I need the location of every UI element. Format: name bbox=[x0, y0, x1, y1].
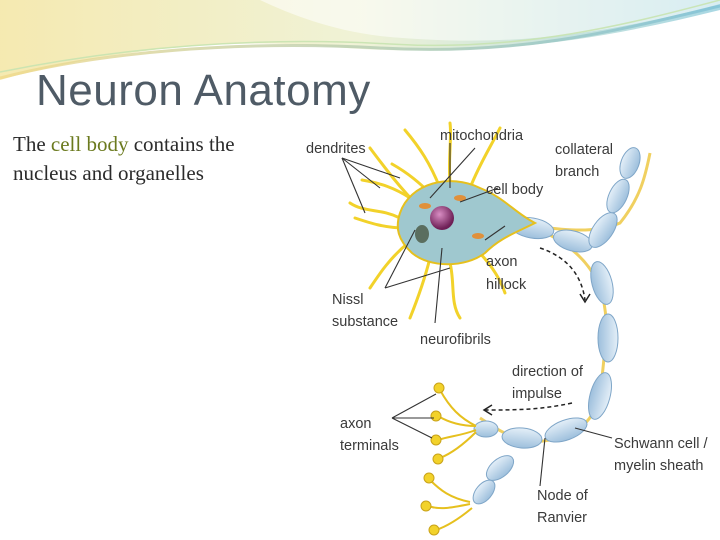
myelin-segment bbox=[485, 455, 515, 481]
myelin-segment bbox=[588, 212, 618, 248]
myelin-segment bbox=[544, 417, 588, 443]
myelin-segment bbox=[472, 479, 496, 505]
myelin-segment bbox=[473, 420, 499, 438]
myelin-segment bbox=[619, 147, 641, 179]
mitochondrion bbox=[419, 203, 431, 209]
schwann-label-line2: myelin sheath bbox=[614, 458, 703, 474]
terminal-bulb bbox=[423, 472, 435, 484]
neuron-diagram: dendrites mitochondria collateral branch… bbox=[306, 121, 708, 536]
nissl-label-line2: substance bbox=[332, 314, 398, 330]
nucleus bbox=[430, 206, 454, 230]
node-label-line1: Node of bbox=[537, 488, 589, 504]
mitochondrion bbox=[454, 195, 466, 201]
myelin-segment bbox=[597, 313, 619, 363]
cell-body bbox=[396, 180, 538, 266]
cell-body-label: cell body bbox=[486, 182, 544, 198]
myelin-segment bbox=[590, 261, 614, 305]
myelin-segment bbox=[606, 178, 630, 214]
terminal-bulb bbox=[430, 410, 442, 422]
terminal-bulb bbox=[428, 524, 440, 536]
myelin-segment bbox=[501, 427, 543, 449]
terminal-bulb bbox=[420, 500, 432, 512]
terminal-bulb bbox=[433, 382, 445, 394]
axon-hillock-label-line1: axon bbox=[486, 254, 517, 270]
terminal-bulb bbox=[430, 434, 442, 446]
label-pointer-lines bbox=[341, 143, 613, 487]
direction-label-line2: impulse bbox=[512, 386, 562, 402]
body-text-suffix: contains the nucleus and organelles bbox=[13, 132, 235, 185]
terminal-bulb bbox=[432, 453, 444, 465]
nissl-body bbox=[415, 225, 429, 243]
myelin-sheath-segments bbox=[472, 147, 641, 505]
axon-terminals-label-line1: axon bbox=[340, 416, 371, 432]
impulse-direction-arrows bbox=[482, 247, 591, 416]
collateral-label-line2: branch bbox=[555, 164, 599, 180]
diagram-labels: dendrites mitochondria collateral branch… bbox=[306, 128, 708, 526]
mitochondria-label: mitochondria bbox=[440, 128, 524, 144]
schwann-label-line1: Schwann cell / bbox=[614, 436, 708, 452]
myelin-segment bbox=[588, 372, 612, 420]
mitochondrion bbox=[472, 233, 484, 239]
slide-body-text: The cell body contains the nucleus and o… bbox=[13, 130, 303, 188]
dendrites-label: dendrites bbox=[306, 141, 366, 157]
axon-hillock-label-line2: hillock bbox=[486, 277, 527, 293]
body-text-prefix: The bbox=[13, 132, 51, 156]
cell-body-highlight: cell body bbox=[50, 132, 129, 156]
terminal-bulbs bbox=[420, 382, 445, 536]
slide-title: Neuron Anatomy bbox=[36, 66, 371, 115]
nissl-label-line1: Nissl bbox=[332, 292, 363, 308]
neurofibrils-label: neurofibrils bbox=[420, 332, 491, 348]
decorative-header-banner bbox=[0, 0, 720, 80]
direction-label-line1: direction of bbox=[512, 364, 584, 380]
node-label-line2: Ranvier bbox=[537, 510, 587, 526]
axon-terminals-label-line2: terminals bbox=[340, 438, 399, 454]
collateral-label-line1: collateral bbox=[555, 142, 613, 158]
